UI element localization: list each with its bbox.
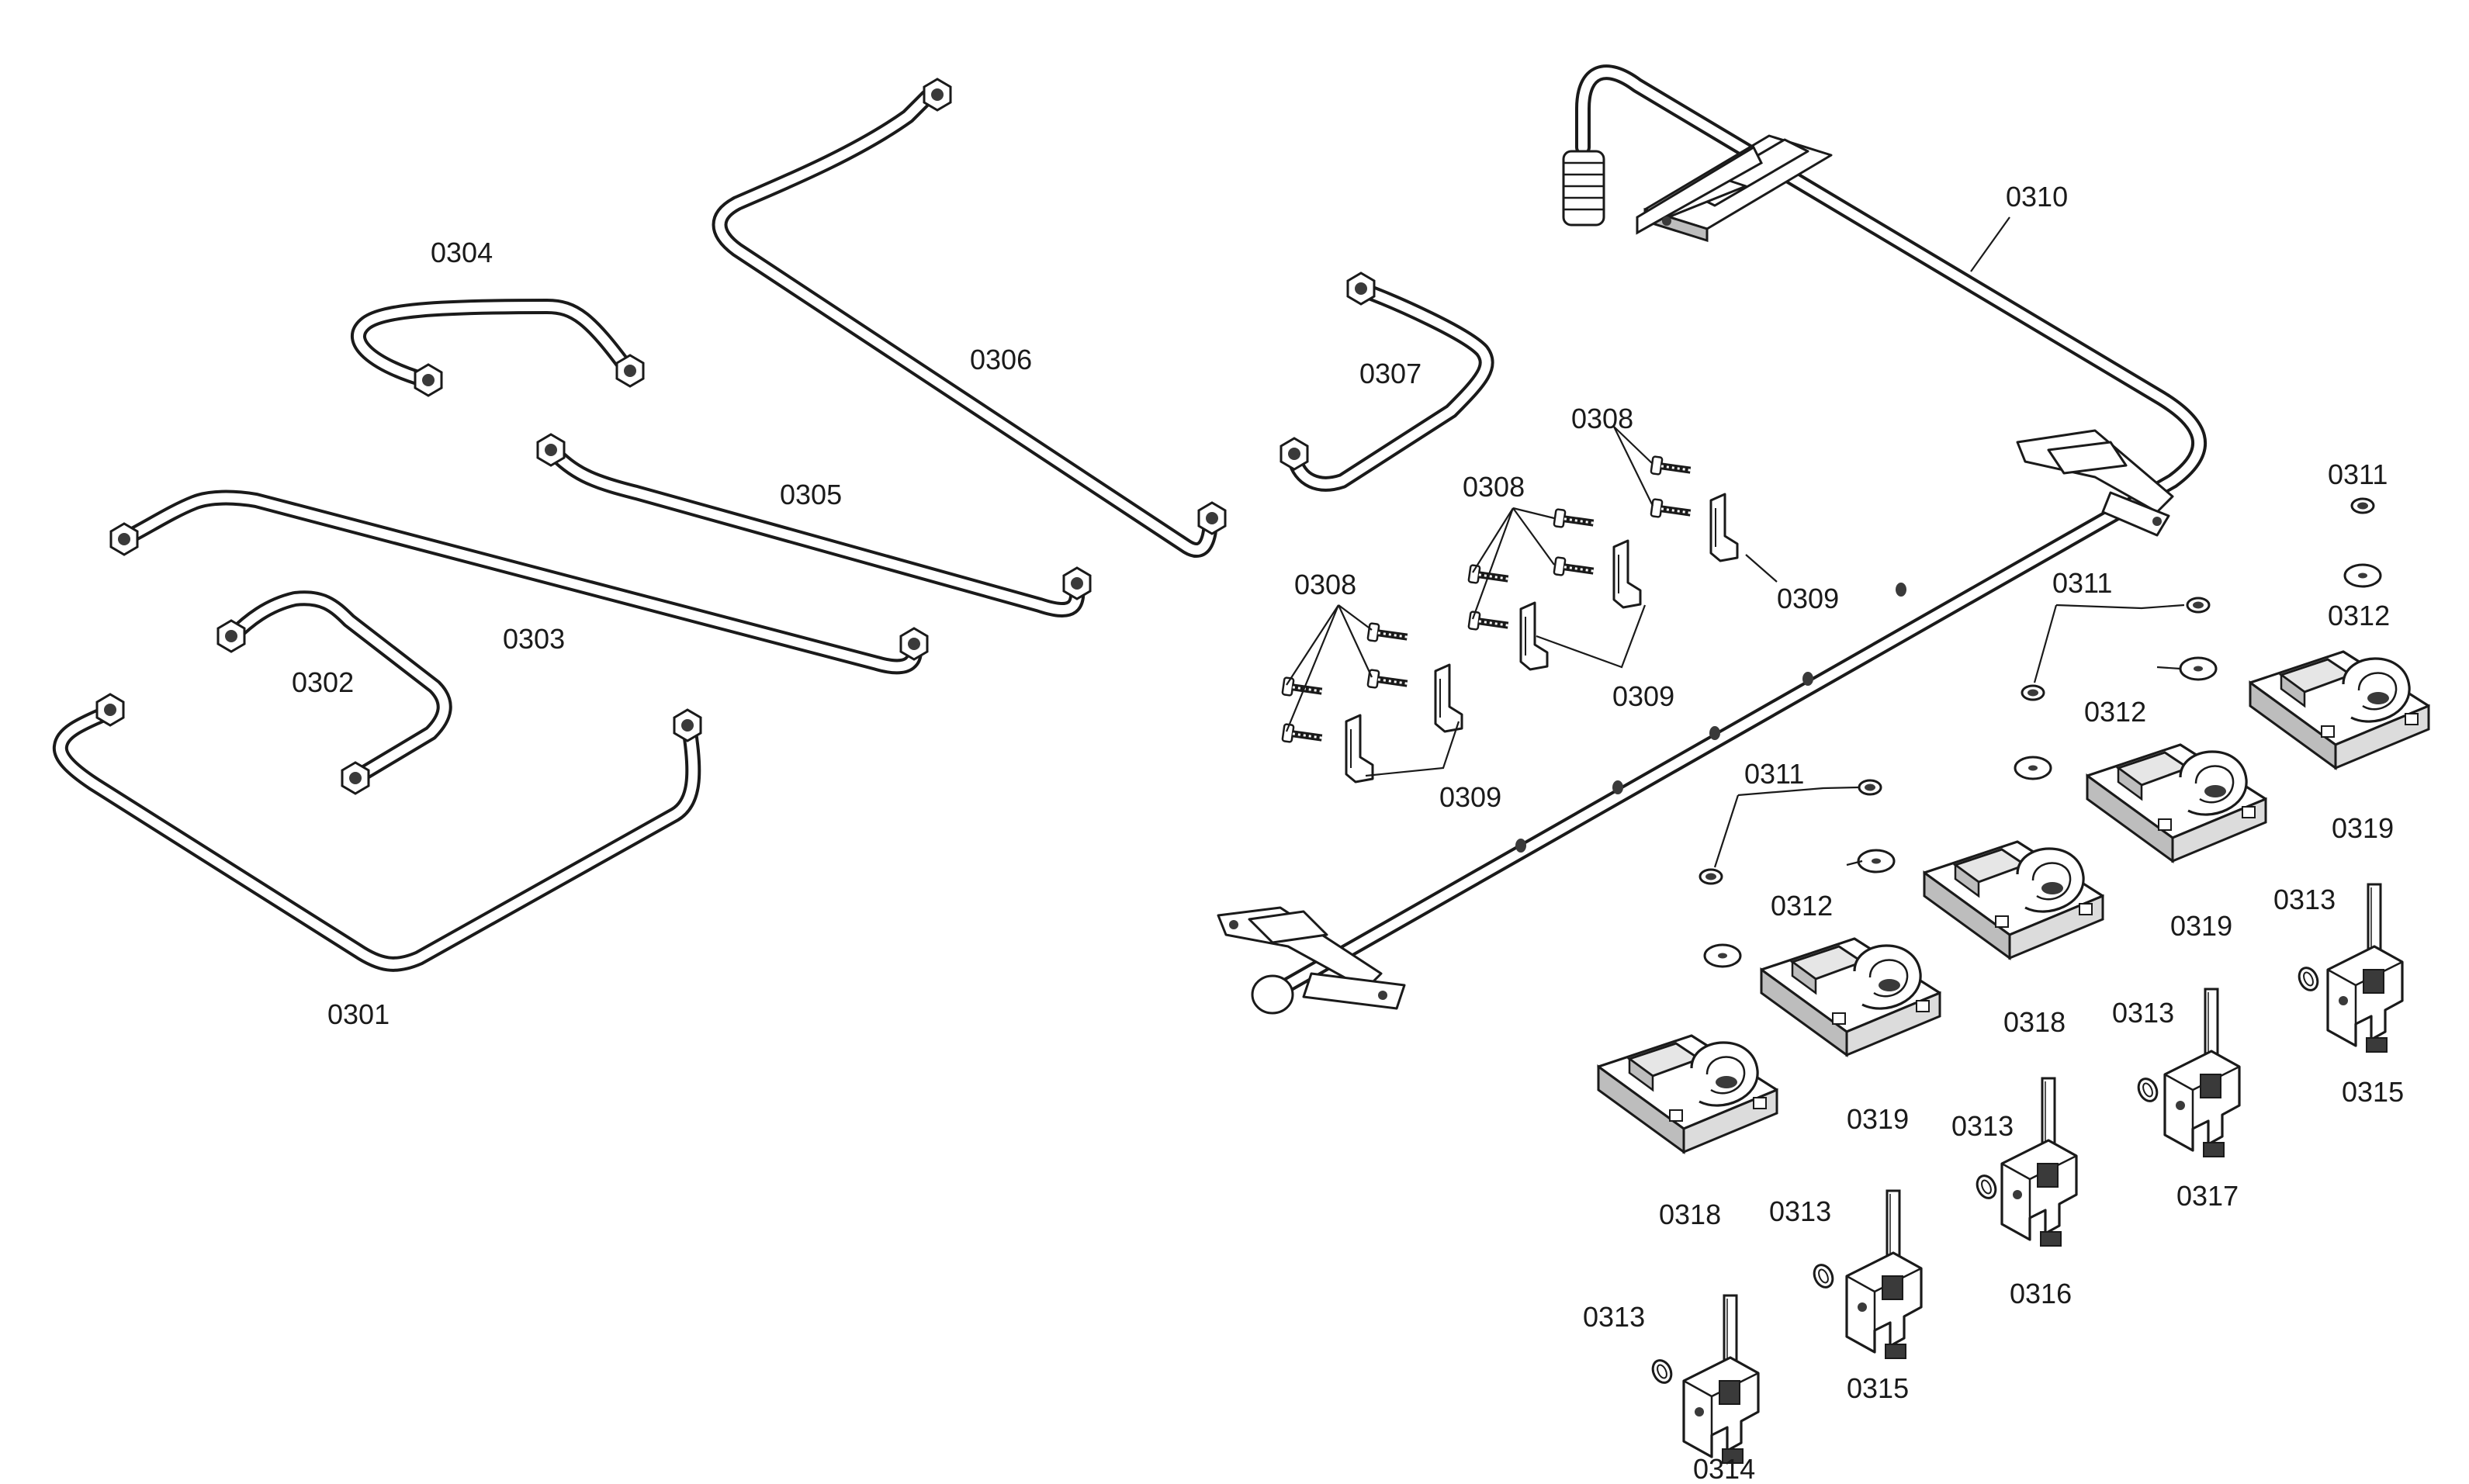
label-0318-right: 0318	[2003, 1006, 2066, 1038]
valve-0315-left	[1845, 1189, 1923, 1360]
tube-0303	[109, 489, 929, 675]
label-0308-left: 0308	[1294, 569, 1356, 600]
label-0302: 0302	[292, 666, 354, 698]
label-0311-right: 0311	[2328, 458, 2388, 490]
oring-0313-set	[1648, 963, 2322, 1387]
label-0305: 0305	[780, 479, 842, 510]
label-0304: 0304	[431, 237, 493, 268]
label-0312-middle: 0312	[2084, 696, 2146, 728]
label-0309-right: 0309	[1777, 583, 1839, 614]
valve-0314	[1682, 1294, 1760, 1465]
label-0319-right: 0319	[2332, 812, 2394, 844]
screw-clip-set-middle	[1469, 509, 1642, 671]
label-0311-middle: 0311	[2052, 567, 2112, 599]
burner-holder-0318-a	[1923, 840, 2104, 960]
bracket-middle	[2016, 429, 2174, 537]
screw-clip-set-left	[1283, 623, 1463, 784]
tube-0305	[536, 433, 1092, 617]
valve-0317	[2163, 988, 2241, 1158]
label-0315-right: 0315	[2342, 1076, 2404, 1108]
leader-lines	[1285, 216, 2185, 868]
part-labels: 0304 0306 0307 0305 0303 0302 0301 0310 …	[292, 181, 2404, 1484]
tube-0301	[52, 693, 702, 972]
label-0313-e: 0313	[1583, 1301, 1645, 1333]
tube-0307	[1280, 272, 1494, 492]
tube-0304	[351, 299, 645, 397]
label-0317: 0317	[2176, 1180, 2239, 1212]
label-0312-right: 0312	[2328, 600, 2390, 631]
label-0303: 0303	[503, 623, 565, 655]
label-0301: 0301	[327, 998, 390, 1030]
label-0313-b: 0313	[2112, 997, 2174, 1029]
label-0319-left: 0319	[1847, 1103, 1909, 1135]
label-0313-d: 0313	[1769, 1195, 1831, 1227]
valve-0316	[2000, 1077, 2078, 1247]
burner-holder-0318-b	[1597, 1034, 1778, 1154]
label-0314: 0314	[1693, 1453, 1755, 1484]
tube-0302	[216, 590, 452, 795]
label-0313-c: 0313	[1951, 1110, 2014, 1142]
tube-0306	[712, 78, 1227, 558]
label-0308-right: 0308	[1571, 403, 1633, 434]
label-0316: 0316	[2010, 1278, 2072, 1309]
bracket-bottom	[1217, 906, 1406, 1010]
burner-holder-0319-c	[1760, 937, 1941, 1057]
label-0313-a: 0313	[2273, 884, 2336, 915]
burner-holder-0319-b	[2086, 743, 2267, 863]
screw-clip-set-right	[1651, 456, 1739, 562]
label-0319-middle: 0319	[2170, 910, 2232, 942]
label-0315-left: 0315	[1847, 1372, 1909, 1404]
valve-0315-right	[2326, 883, 2404, 1053]
label-0309-left: 0309	[1439, 781, 1501, 813]
label-0306: 0306	[970, 344, 1032, 375]
label-0309-middle: 0309	[1612, 680, 1674, 712]
label-0308-middle: 0308	[1463, 471, 1525, 503]
burner-holder-0319-a	[2249, 650, 2430, 770]
bracket-top	[1636, 134, 1833, 243]
label-0312-left: 0312	[1771, 890, 1833, 922]
manifold-0310	[1217, 64, 2208, 1015]
label-0310: 0310	[2006, 181, 2068, 213]
label-0311-left: 0311	[1744, 758, 1804, 790]
label-0318-left: 0318	[1659, 1199, 1721, 1230]
label-0307: 0307	[1359, 358, 1421, 389]
